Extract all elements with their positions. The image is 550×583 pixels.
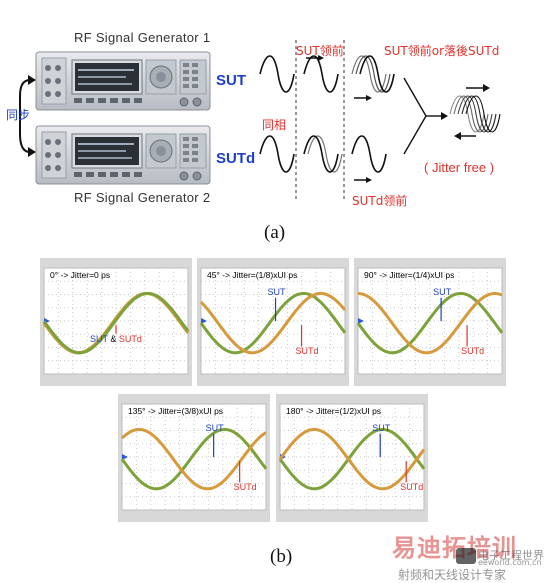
sync-double-arrow [19, 75, 36, 157]
sut-lead-label: SUT领前 [296, 44, 344, 58]
sut-lead-or-lag-label: SUT领前or落後SUTd [384, 44, 500, 58]
caption-b: (b) [270, 546, 293, 567]
scope-title: 90° -> Jitter=(1/4)xUI ps [364, 270, 455, 280]
watermark-logo [456, 548, 476, 564]
sut-marker-label: SUT [433, 287, 452, 298]
sut-trace [120, 428, 268, 491]
scope-title: 135° -> Jitter=(3/8)xUI ps [128, 406, 224, 416]
sutd-trace [357, 291, 503, 355]
scope-screen [356, 267, 504, 375]
sut-label: SUT [216, 72, 246, 89]
generator1-label: RF Signal Generator 1 [74, 30, 211, 45]
scope-panel-2: 45° -> Jitter=(1/8)xUI ps SUT SUTd [197, 258, 349, 386]
rf-signal-generator-1-image [35, 51, 211, 111]
jitter-free-label: ( Jitter free ) [424, 160, 495, 175]
sut-sutd-label: SUT & SUTd [90, 333, 142, 344]
scope-screen [120, 403, 268, 511]
scope-screen [42, 267, 190, 375]
scope-title: 0° -> Jitter=0 ps [50, 270, 111, 280]
caption-a: (a) [264, 222, 286, 243]
scope-panel-5: 180° -> Jitter=(1/2)xUI ps SUT SUTd [276, 394, 428, 522]
sut-trace [278, 428, 426, 491]
sync-label: 同步 [6, 108, 31, 122]
sut-marker-label: SUT [205, 423, 224, 434]
scope-panel-4: 135° -> Jitter=(3/8)xUI ps SUT SUTd [118, 394, 270, 522]
sutd-marker-label: SUTd [400, 482, 424, 493]
scope-title: 180° -> Jitter=(1/2)xUI ps [286, 406, 382, 416]
rf-signal-generator-2-image [35, 125, 211, 185]
sut-marker-label: SUT [372, 423, 391, 434]
watermark-bottom-text: 射频和天线设计专家 [398, 568, 507, 582]
sutd-trace [278, 427, 426, 491]
watermark-site-text: eeworld.com.cn [478, 558, 542, 567]
watermark-brand-text: 电子工程世界 [478, 549, 544, 562]
sutd-trace [120, 428, 267, 491]
sutd-lead-label: SUTd领前 [352, 194, 408, 208]
scope-panel-1: 0° -> Jitter=0 ps SUT & SUTd [40, 258, 192, 386]
scope-screen [199, 267, 347, 375]
phase-relationship-diagram [259, 40, 501, 200]
in-phase-label: 同相 [262, 118, 287, 132]
scope-screen [278, 403, 426, 511]
sutd-trace [199, 291, 347, 355]
watermark-big-text: 易迪拓培训 [392, 534, 517, 562]
sutd-marker-label: SUTd [233, 482, 257, 493]
scope-title: 45° -> Jitter=(1/8)xUI ps [207, 270, 298, 280]
generator2-label: RF Signal Generator 2 [74, 190, 211, 205]
sut-marker-label: SUT [267, 287, 286, 298]
sutd-marker-label: SUTd [461, 346, 485, 357]
sut-trace [199, 292, 347, 355]
scope-panel-3: 90° -> Jitter=(1/4)xUI ps SUT SUTd [354, 258, 506, 386]
sutd-marker-label: SUTd [295, 346, 319, 357]
sut-trace-overlay [42, 291, 190, 355]
sutd-label: SUTd [216, 150, 256, 167]
